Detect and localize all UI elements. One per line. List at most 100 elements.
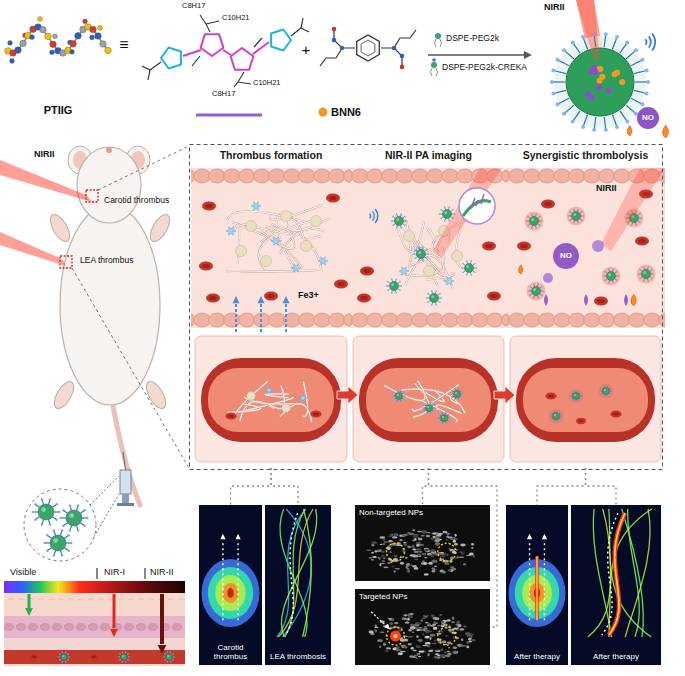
ultrasound-speckle [398,652,403,655]
nanoparticle [525,212,544,231]
illustration-shape [206,21,219,24]
ultrasound-speckle [389,622,394,625]
illustration-shape [413,253,415,255]
illustration-shape [28,624,38,631]
illustration-shape [603,388,610,395]
image-tile: After therapy [571,505,661,665]
ultrasound-speckle [384,650,388,651]
illustration-shape [540,294,542,296]
arrow-head [283,296,290,303]
illustration-shape [551,419,553,421]
fibrin-strand [233,381,268,418]
illustration-shape [607,396,609,398]
illustration-shape [41,507,46,512]
illustration-shape [554,36,646,128]
illustration-shape [571,399,573,401]
illustration-shape [396,227,398,229]
illustration-shape [167,661,169,663]
illustration-shape [559,418,561,419]
ultrasound-speckle [403,542,406,544]
illustration-shape [394,398,396,399]
ultrasound-speckle [440,553,446,555]
ultrasound-speckle [460,551,464,553]
image-ground [355,589,490,665]
nanoparticle [437,412,450,425]
illustration-shape [167,655,169,657]
ultrasound-speckle [416,658,418,659]
illustration-shape [553,81,565,82]
illustration-shape [646,80,650,84]
ultrasound-speckle [435,650,441,652]
illustration-shape [608,282,610,284]
image-tile: Non-targeted NPs [355,505,490,581]
illustration-shape [572,212,581,221]
white-cell [261,256,272,267]
ultrasound-speckle [446,654,450,657]
dotted-arrow [529,540,530,620]
illustration-shape [607,385,609,387]
signal-wave [373,211,375,220]
illustration-shape [320,48,342,66]
syringe [117,452,134,506]
fibrin-strand [265,394,289,398]
ultrasound-speckle [442,640,447,643]
ultrasound-speckle [370,633,375,635]
white-cell [424,266,435,277]
ultrasound-speckle [401,534,407,535]
arrow-head [235,534,240,539]
vessel-wall-cell [382,313,399,327]
red-blood-cell [482,242,496,251]
illustration-shape [301,18,303,28]
ultrasound-speckle [410,626,416,629]
light-arrow [113,594,116,628]
illustration-shape [583,215,585,217]
illustration-shape [541,286,543,288]
illustration-shape [573,222,575,224]
illustration-shape [543,273,553,283]
illustration-shape [105,47,112,54]
image-tile: LEA thrombosis [265,505,331,665]
ultrasound-speckle [429,637,432,639]
illustration-shape [205,204,213,208]
illustration-shape [400,227,402,229]
illustration-shape [387,290,389,292]
vessel-signal [303,509,312,637]
illustration-shape [394,392,396,394]
illustration-shape [388,289,390,291]
illustration-shape [551,91,555,95]
white-cell [301,241,312,252]
illustration-shape [645,91,649,95]
illustration-shape [452,397,454,399]
leader-line [72,268,189,468]
ultrasound-speckle [424,557,428,558]
illustration-shape [399,281,401,283]
illustration-shape [334,29,355,48]
platelet [265,387,273,394]
illustration-shape [394,393,396,394]
illustration-shape [128,656,130,658]
illustration-shape [404,395,406,397]
illustration-shape [450,393,452,395]
illustration-shape [554,414,556,416]
node-artwork [506,146,665,468]
illustration-shape [417,250,426,259]
polymer-chain [196,114,262,117]
illustration-shape [439,421,441,423]
illustration-shape [67,534,70,537]
illustration-shape [626,105,635,113]
illustration-shape [485,244,493,248]
ultrasound-speckle [422,561,425,563]
illustration-shape [548,394,554,397]
illustration-shape [400,401,402,403]
illustration-shape [406,220,408,222]
ultrasound-speckle [435,542,440,545]
laser-beam [601,168,665,251]
illustration-shape [396,218,399,221]
illustration-shape [253,42,269,54]
ultrasound-speckle [445,531,448,533]
illustration-shape [424,405,426,406]
roi-circle [438,627,456,645]
illustration-shape [643,271,646,274]
illustration-shape [391,283,394,286]
ultrasound-speckle [388,535,394,536]
